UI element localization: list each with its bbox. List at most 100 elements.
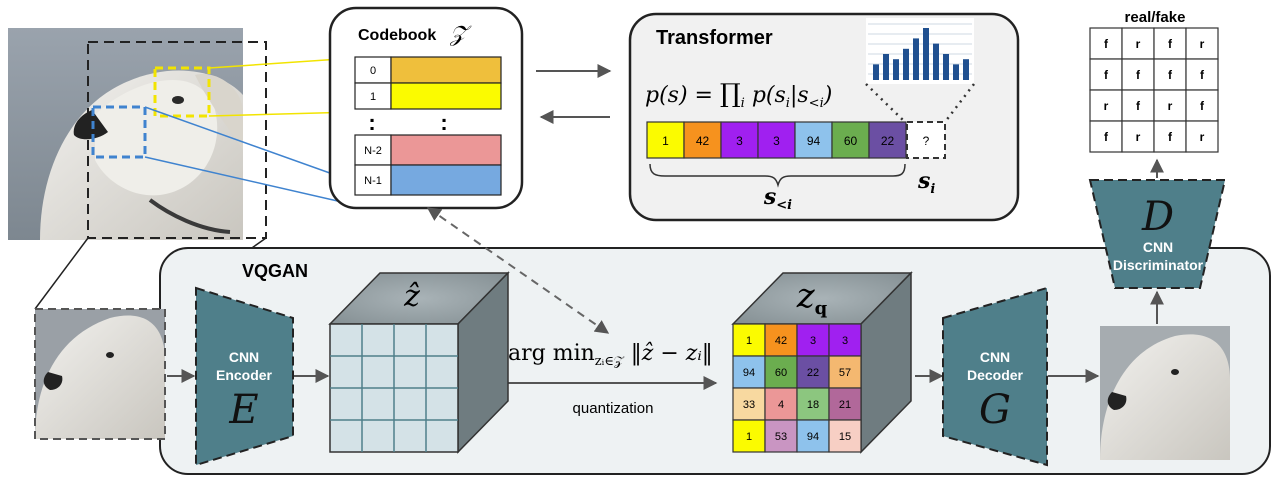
zq-cell-value: 94 [743, 367, 755, 379]
real-fake-value: f [1168, 37, 1173, 51]
zhat-cube: ẑ [328, 271, 510, 454]
histogram-bar [943, 54, 949, 80]
token-cell [720, 121, 759, 159]
token-value: 42 [696, 134, 710, 148]
decoder-label-2: Decoder [967, 367, 1024, 383]
yellow-patch [153, 66, 211, 118]
token-value: 94 [807, 134, 821, 148]
zq-cell [796, 355, 830, 389]
zq-cell-value: 18 [807, 399, 819, 411]
zq-cell [828, 355, 862, 389]
encoder-label-1: CNN [229, 349, 259, 365]
zq-cell-value: 94 [807, 431, 819, 443]
codebook-index: N-2 [364, 145, 382, 157]
real-fake-cell [1089, 120, 1123, 153]
quantization-label: quantization [573, 400, 654, 417]
zq-cell-value: 4 [778, 399, 784, 411]
histogram-bar [913, 38, 919, 80]
argmin-formula: arg minzᵢ∈𝒵 ‖ẑ − zᵢ‖ [508, 341, 713, 369]
codebook-index: 0 [370, 65, 376, 77]
histogram-bar [923, 28, 929, 80]
vqgan-title: VQGAN [242, 261, 308, 281]
cnn-encoder [195, 286, 294, 467]
reconstructed-image [1100, 326, 1230, 460]
patch-link-blue-top [144, 106, 356, 183]
histogram-bar [883, 54, 889, 80]
real-fake-cell [1185, 58, 1219, 91]
real-fake-value: f [1168, 130, 1173, 144]
token-histogram [868, 23, 972, 80]
token-value: 3 [736, 134, 743, 148]
zq-cell-value: 1 [746, 431, 752, 443]
real-fake-cell [1121, 27, 1155, 60]
zq-cell [796, 323, 830, 357]
codebook-symbol: 𝒵 [449, 22, 472, 47]
histogram-bar [893, 59, 899, 80]
codebook-rows: 0 1N-2N-1 [354, 56, 502, 196]
zq-label: zq [796, 276, 828, 319]
real-fake-value: f [1104, 130, 1109, 144]
token-cell [831, 121, 870, 159]
decoder-label-1: CNN [980, 349, 1010, 365]
next-label: si [917, 168, 935, 197]
zq-cell-value: 3 [810, 335, 816, 347]
token-value: 60 [844, 134, 858, 148]
zq-cell-value: 60 [775, 367, 787, 379]
zq-cell-value: 42 [775, 335, 787, 347]
token-value: 1 [662, 134, 669, 148]
codebook-row: 0 [354, 56, 502, 84]
decoder-letter: G [979, 387, 1011, 433]
real-fake-value: f [1104, 68, 1109, 82]
patch-link-blue-bottom [144, 156, 356, 206]
zq-cell [732, 323, 766, 357]
cnn-decoder [942, 286, 1048, 467]
discriminator-label-2: Discriminator [1113, 257, 1204, 273]
token-cell [757, 121, 796, 159]
discriminator-letter: D [1141, 194, 1174, 240]
transformer-title: Transformer [656, 27, 773, 49]
real-fake-cell [1121, 120, 1155, 153]
real-fake-value: r [1168, 99, 1173, 113]
zq-cell [796, 419, 830, 453]
codebook-row: N-1 [354, 164, 502, 196]
codebook-dots-left: : [368, 110, 375, 135]
real-fake-value: f [1200, 99, 1205, 113]
zq-cell [764, 387, 798, 421]
real-fake-cell [1089, 89, 1123, 122]
zq-cell [764, 419, 798, 453]
context-brace [649, 163, 906, 188]
codebook-index: N-1 [364, 175, 382, 187]
codebook-entry [390, 134, 502, 166]
real-fake-cell [1185, 120, 1219, 153]
histogram-bar [903, 48, 909, 80]
real-fake-value: r [1136, 130, 1141, 144]
zq-cell-value: 3 [842, 335, 848, 347]
real-fake-cell [1153, 120, 1187, 153]
real-fake-heading: real/fake [1125, 9, 1186, 26]
context-label: s<i [763, 184, 792, 213]
codebook-index: 1 [370, 91, 376, 103]
lookup-arrow [426, 207, 610, 334]
zq-cell-value: 22 [807, 367, 819, 379]
discriminator-label-1: CNN [1143, 239, 1173, 255]
real-fake-cell [1153, 27, 1187, 60]
real-fake-value: r [1200, 130, 1205, 144]
encoder-letter: E [228, 387, 258, 433]
zq-cell-value: 21 [839, 399, 851, 411]
token-cell [868, 121, 907, 159]
input-dog-photo [8, 28, 243, 240]
next-token-box [906, 121, 946, 159]
next-token: ? [923, 134, 930, 148]
real-fake-value: f [1200, 68, 1205, 82]
real-fake-cell [1121, 58, 1155, 91]
real-fake-value: f [1104, 37, 1109, 51]
codebook-row: 1 [354, 82, 502, 110]
token-cell [646, 121, 685, 159]
zq-cell-value: 33 [743, 399, 755, 411]
blue-patch [91, 105, 147, 159]
codebook-dots-right: : [440, 110, 447, 135]
